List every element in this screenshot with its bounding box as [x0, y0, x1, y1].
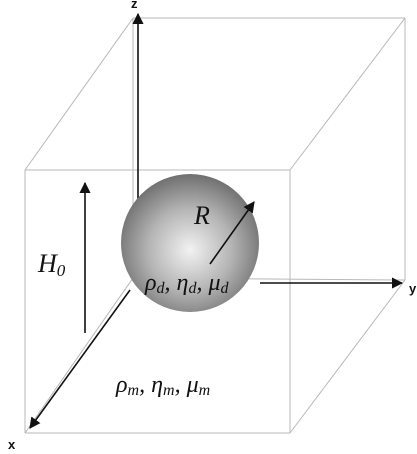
medium-sep-2: , — [175, 372, 181, 398]
z-axis-label: z — [131, 0, 138, 11]
sphere-mu-sub: d — [220, 280, 229, 297]
sphere-eta: η — [177, 270, 189, 296]
box-edge-connector-br — [289, 279, 406, 434]
medium-sep-1: , — [139, 372, 145, 398]
x-axis-arrow — [29, 289, 131, 429]
sphere — [121, 174, 259, 312]
field-label: H0 — [37, 249, 66, 280]
medium-properties: ρm, ηm, μm — [115, 372, 210, 399]
domain-box — [24, 17, 406, 434]
sphere-sep-1: , — [165, 270, 171, 296]
field-subscript: 0 — [57, 261, 66, 280]
box-edge-connector-bl — [24, 277, 134, 434]
medium-eta-sub: m — [163, 382, 175, 399]
x-axis-label: x — [8, 437, 16, 452]
sphere-rho-sub: d — [157, 280, 166, 297]
sphere-rho: ρ — [144, 270, 157, 296]
medium-mu: μ — [186, 372, 199, 398]
sphere-mu: μ — [207, 270, 220, 296]
medium-rho: ρ — [115, 372, 128, 398]
radius-label: R — [193, 201, 210, 230]
medium-rho-sub: m — [128, 382, 140, 399]
box-edge-connector-tl — [24, 17, 134, 171]
sphere-eta-sub: d — [188, 280, 197, 297]
box-edge-connector-tr — [289, 17, 406, 171]
field-symbol: H — [37, 249, 58, 278]
sphere-properties: ρd, ηd, μd — [144, 270, 229, 297]
radius-arrow — [209, 201, 255, 265]
medium-eta: η — [151, 372, 163, 398]
medium-mu-sub: m — [199, 382, 211, 399]
sphere-sep-2: , — [196, 270, 202, 296]
y-axis-label: y — [409, 281, 417, 296]
